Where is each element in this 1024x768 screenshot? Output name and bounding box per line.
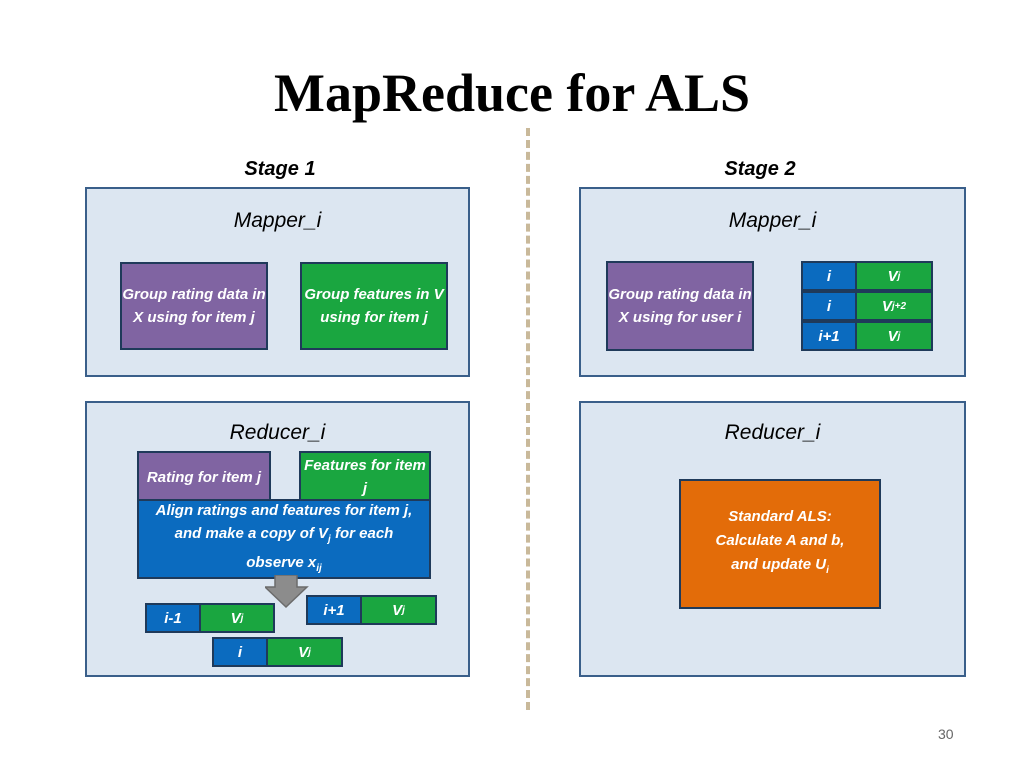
stage-1-mapper-panel: Mapper_i Group rating data in X using fo… xyxy=(85,187,470,377)
stage-1-reducer-title: Reducer_i xyxy=(229,421,326,444)
align-ratings-box: Align ratings and features for item j, a… xyxy=(137,499,431,579)
als-line-2: Calculate A and b, xyxy=(715,532,845,549)
group-rating-item-text: Group rating data in X using for item j xyxy=(122,286,266,326)
group-features-box: Group features in V using for item j xyxy=(300,262,448,350)
standard-als-box: Standard ALS: Calculate A and b, and upd… xyxy=(679,479,881,609)
pair-key-cell: i+1 xyxy=(306,595,362,625)
group-rating-user-text: Group rating data in X using for user i xyxy=(608,286,752,326)
slide-title: MapReduce for ALS xyxy=(273,63,750,123)
rating-for-item-box: Rating for item j xyxy=(137,451,271,503)
als-line-3: and update Ui xyxy=(731,556,829,576)
group-features-text: Group features in V using for item j xyxy=(304,286,444,326)
pair-key-cell: i xyxy=(212,637,268,667)
pair-key-cell: i xyxy=(801,261,857,291)
features-for-item-box: Features for item j xyxy=(299,451,431,503)
stage-1-mapper-title: Mapper_i xyxy=(233,209,322,232)
stage-1-reducer-panel: Reducer_i Rating for item j Features for… xyxy=(85,401,470,677)
features-for-item-text: Features for item j xyxy=(304,457,426,497)
down-arrow-icon xyxy=(265,575,309,609)
pair-key-cell: i xyxy=(801,291,857,321)
group-rating-item-box: Group rating data in X using for item j xyxy=(120,262,268,350)
stage-2-mapper-panel: Mapper_i Group rating data in X using fo… xyxy=(579,187,966,377)
page-number: 30 xyxy=(938,726,954,742)
stage-2-reducer-title: Reducer_i xyxy=(724,421,821,444)
pair-key-cell: i+1 xyxy=(801,321,857,351)
pair-key-cell: i-1 xyxy=(145,603,201,633)
stage-2-reducer-panel: Reducer_i Standard ALS: Calculate A and … xyxy=(579,401,966,677)
als-line-1: Standard ALS: xyxy=(728,508,832,525)
align-ratings-text: Align ratings and features for item j, a… xyxy=(155,501,413,574)
stage-divider xyxy=(526,128,530,710)
stage-2-label: Stage 2 xyxy=(724,158,796,180)
rating-for-item-text: Rating for item j xyxy=(146,468,262,486)
group-rating-user-box: Group rating data in X using for user i xyxy=(606,261,754,351)
stage-2-mapper-title: Mapper_i xyxy=(728,209,817,232)
stage-1-label: Stage 1 xyxy=(244,158,316,180)
